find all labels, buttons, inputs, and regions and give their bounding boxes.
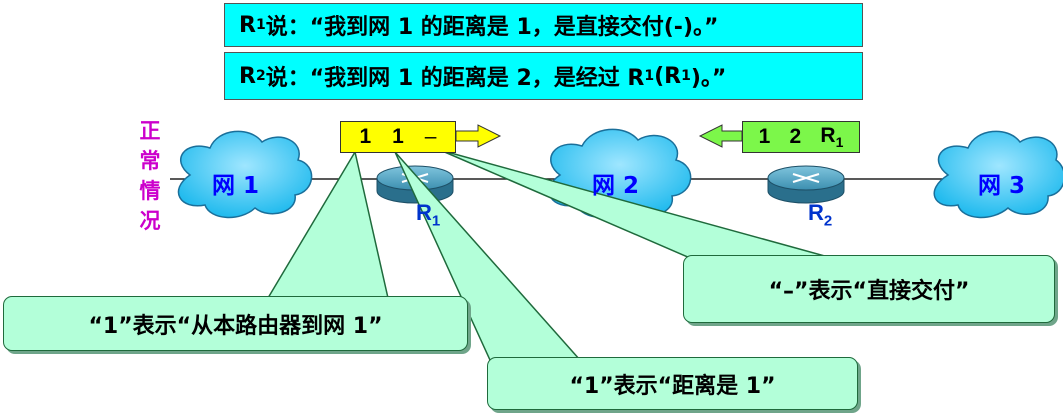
banner2-pre: 说：“我到网 1 的距离是 2，是经过 R [265, 66, 645, 91]
entry-r1-next: – [424, 125, 437, 148]
callout-from-router-to-net1: “1”表示“从本路由器到网 1” [3, 296, 468, 351]
router1-sub: 1 [431, 212, 441, 230]
router-r2-shape [767, 165, 845, 204]
cloud-label-net2: 网 2 [592, 173, 640, 199]
banner2-mid: (R [654, 63, 682, 89]
callout2-text: “1”表示“距离是 1” [569, 373, 776, 399]
side-char-2: 常 [139, 149, 161, 173]
entry-r2-next: R [820, 123, 836, 147]
entry-r1-net: 1 [359, 125, 372, 148]
cloud-label-net3: 网 3 [978, 173, 1026, 199]
router2-sub: 2 [823, 212, 833, 230]
banner1-r: R [239, 12, 256, 38]
router2-letter: R [808, 200, 824, 225]
entry-r1-dist: 1 [392, 125, 404, 148]
routing-entry-r1: 1 1 – [340, 121, 456, 153]
right-arrow-icon [455, 124, 502, 148]
banner2-s2: 1 [681, 68, 691, 84]
banner2-r: R [239, 63, 256, 89]
cloud-label-net1: 网 1 [212, 173, 260, 199]
router1-letter: R [416, 200, 432, 225]
left-arrow-icon [698, 124, 743, 148]
banner2-sub: 2 [255, 68, 266, 84]
banner1-sub: 1 [255, 17, 266, 33]
side-char-3: 情 [139, 179, 161, 203]
entry-r2-next-wrap: R1 [820, 124, 843, 150]
entry-r2-next-sub: 1 [835, 134, 844, 151]
router-label-r1: R1 [416, 200, 440, 229]
banner2-s1: 1 [644, 68, 655, 84]
callout3-text: “–”表示“直接交付” [768, 279, 970, 304]
side-label: 正 常 情 况 [136, 116, 164, 236]
banner1-text: 说：“我到网 1 的距离是 1，是直接交付(-)。” [265, 15, 719, 40]
callout-distance-is-1: “1”表示“距离是 1” [487, 357, 858, 410]
banner2-post: )。” [690, 66, 727, 91]
cloud-net1 [177, 130, 313, 219]
entry-r2-dist: 2 [789, 125, 802, 148]
callout-direct-delivery: “–”表示“直接交付” [683, 255, 1055, 323]
side-char-4: 况 [139, 209, 161, 233]
callout1-text: “1”表示“从本路由器到网 1” [88, 313, 383, 339]
router-label-r2: R2 [808, 200, 832, 229]
entry-r2-net: 1 [758, 125, 771, 148]
cloud-net3 [933, 130, 1063, 219]
routing-entry-r2: 1 2 R1 [742, 121, 860, 153]
side-char-1: 正 [139, 119, 161, 143]
